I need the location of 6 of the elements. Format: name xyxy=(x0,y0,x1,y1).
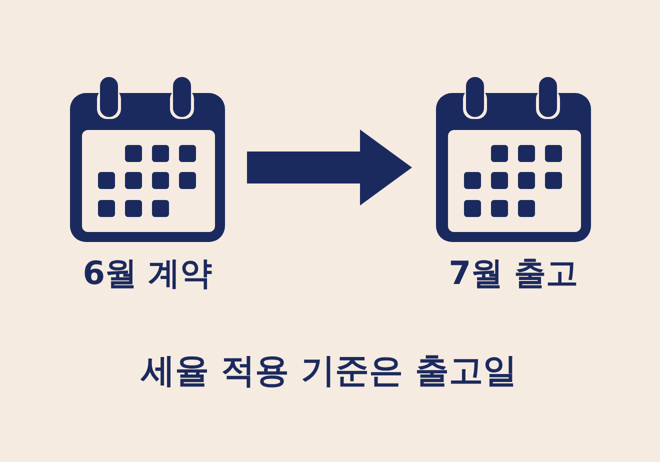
node-label: 7월 출고 xyxy=(448,254,578,292)
calendar-icon xyxy=(436,75,591,242)
arrow xyxy=(247,130,412,206)
note-text: 세율 적용 기준은 출고일 xyxy=(141,351,517,392)
calendar-icon xyxy=(70,75,225,242)
node-label: 6월 계약 xyxy=(82,254,212,292)
